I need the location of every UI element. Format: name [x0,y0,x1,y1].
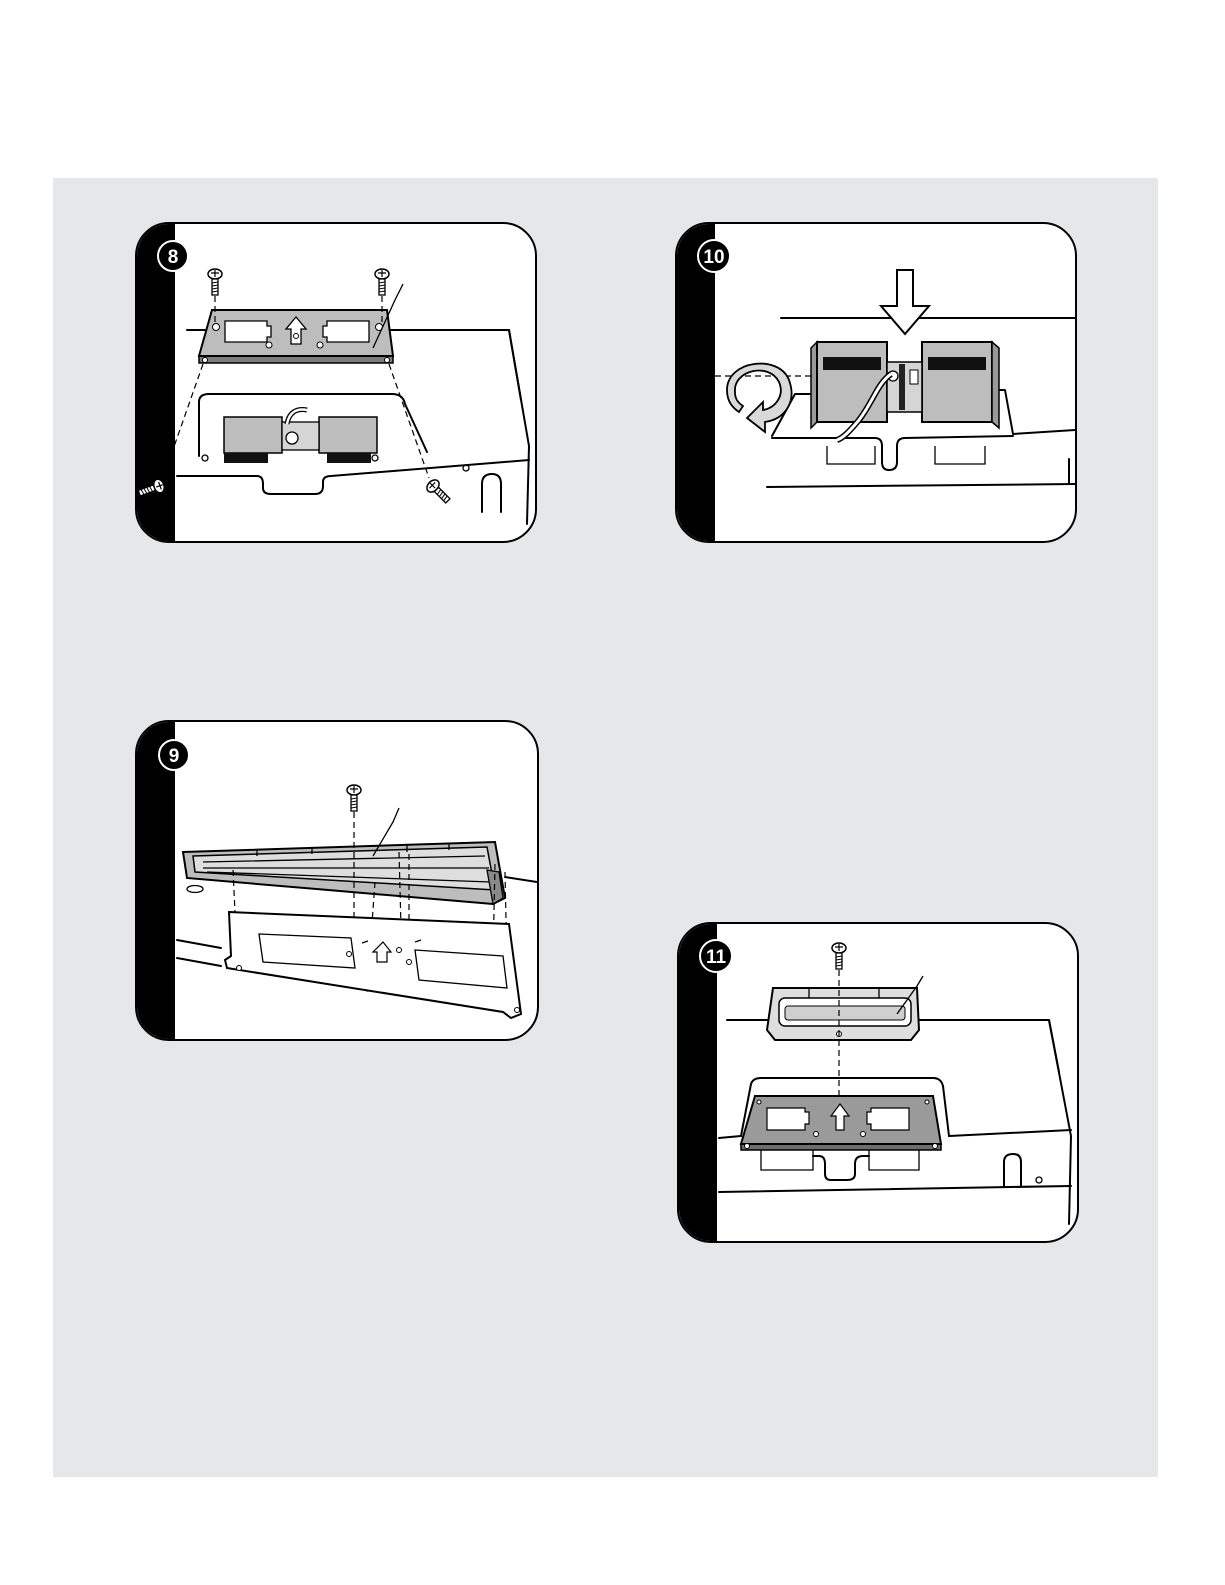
step-badge: 10 [698,240,730,272]
blower-assembly [224,410,377,463]
step-number: 11 [706,947,727,968]
down-arrow-icon [881,270,929,334]
rotate-arrow-icon [715,364,812,432]
screw-icon [832,943,846,969]
step-number: 8 [168,247,179,268]
step-11-panel: 11 [677,922,1079,1243]
screw-icon [208,269,222,295]
step-9-illustration: 9 [137,722,537,1039]
screw-icon [347,785,361,811]
step-11-illustration: 11 [679,924,1077,1241]
step-10-illustration: 10 [677,224,1075,541]
step-badge: 9 [159,740,189,770]
step-8-illustration: 8 [137,224,535,541]
screw-icon [425,478,453,506]
blower-housings [761,1150,919,1180]
step-number: 10 [703,247,724,268]
blower-assembly [811,342,999,440]
step-badge: 11 [700,940,732,972]
mounting-plate [741,1096,941,1150]
mounting-plate [199,310,393,363]
screw-icon [375,269,389,295]
mounting-plate [225,912,521,1018]
step-badge: 8 [158,241,188,271]
step-number: 9 [169,746,180,767]
step-10-panel: 10 [675,222,1077,543]
duct-trough [183,842,505,904]
step-9-panel: 9 [135,720,539,1041]
duct-cover [767,988,919,1040]
step-8-panel: 8 [135,222,537,543]
